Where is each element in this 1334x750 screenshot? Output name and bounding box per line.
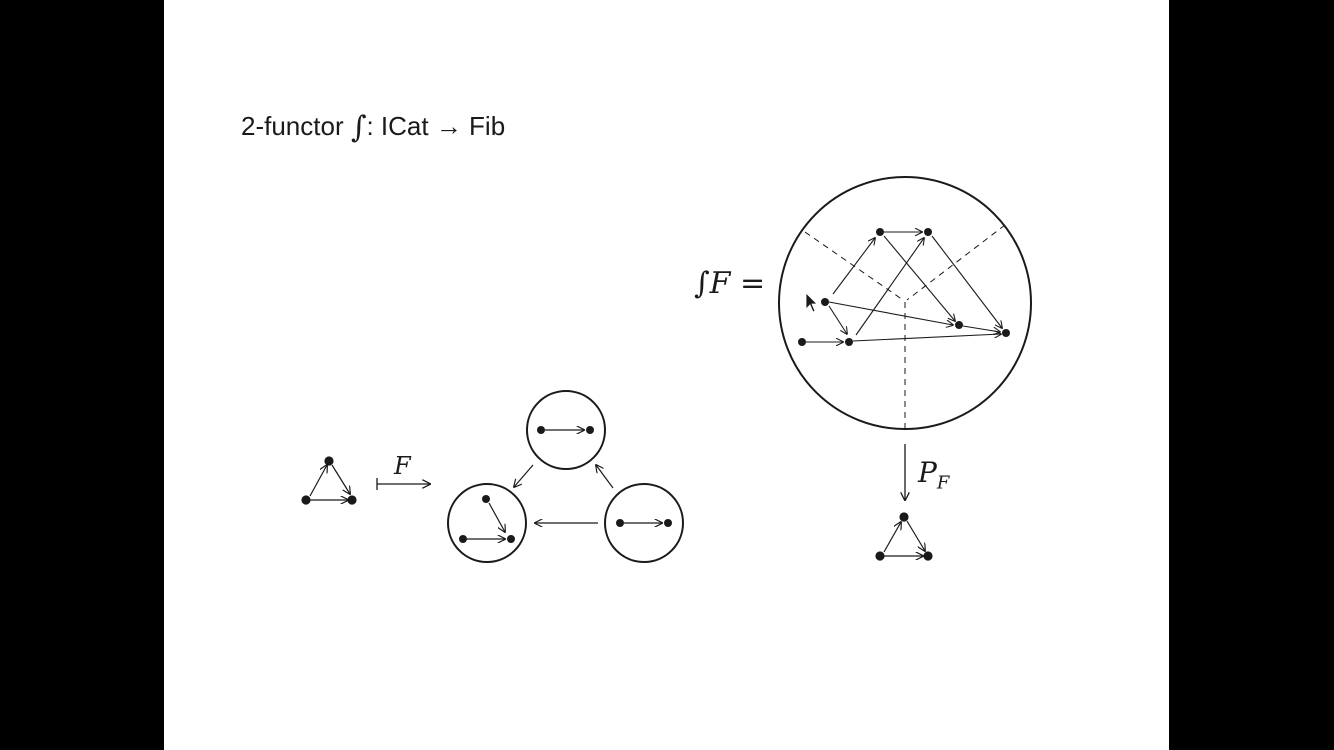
slide-title: 2-functor ∫: ICat → Fib — [241, 108, 506, 145]
functor-mapsto-arrow — [376, 478, 430, 490]
projection-letter: P — [918, 456, 937, 489]
source-triangle-category — [301, 456, 357, 505]
triangle-dot-left — [301, 495, 311, 505]
fiber-circle-top — [526, 390, 606, 470]
functor-label: F — [394, 452, 411, 480]
integral-sign: ∫ — [694, 266, 710, 301]
title-suffix: : ICat → Fib — [366, 111, 506, 141]
integral-symbol: ∫ — [350, 110, 367, 145]
triangle-dot-right — [347, 495, 357, 505]
triangle-dot-top — [324, 456, 334, 466]
triangle-arrow-right — [331, 464, 350, 494]
integral-of-F: F = — [709, 266, 766, 301]
fiber-circle-left — [447, 483, 527, 563]
functor-image — [447, 390, 684, 563]
slide — [164, 0, 1169, 750]
triangle-arrow-left — [309, 465, 327, 497]
cursor-icon — [805, 292, 818, 313]
fiber-circle-right — [604, 483, 684, 563]
grothendieck-label: ∫F = — [694, 266, 765, 301]
projection-label: PF — [918, 456, 949, 494]
grothendieck-construction — [778, 176, 1032, 430]
title-prefix: 2-functor — [241, 111, 351, 141]
projection-subscript: F — [936, 472, 950, 494]
target-triangle-category — [875, 512, 933, 561]
